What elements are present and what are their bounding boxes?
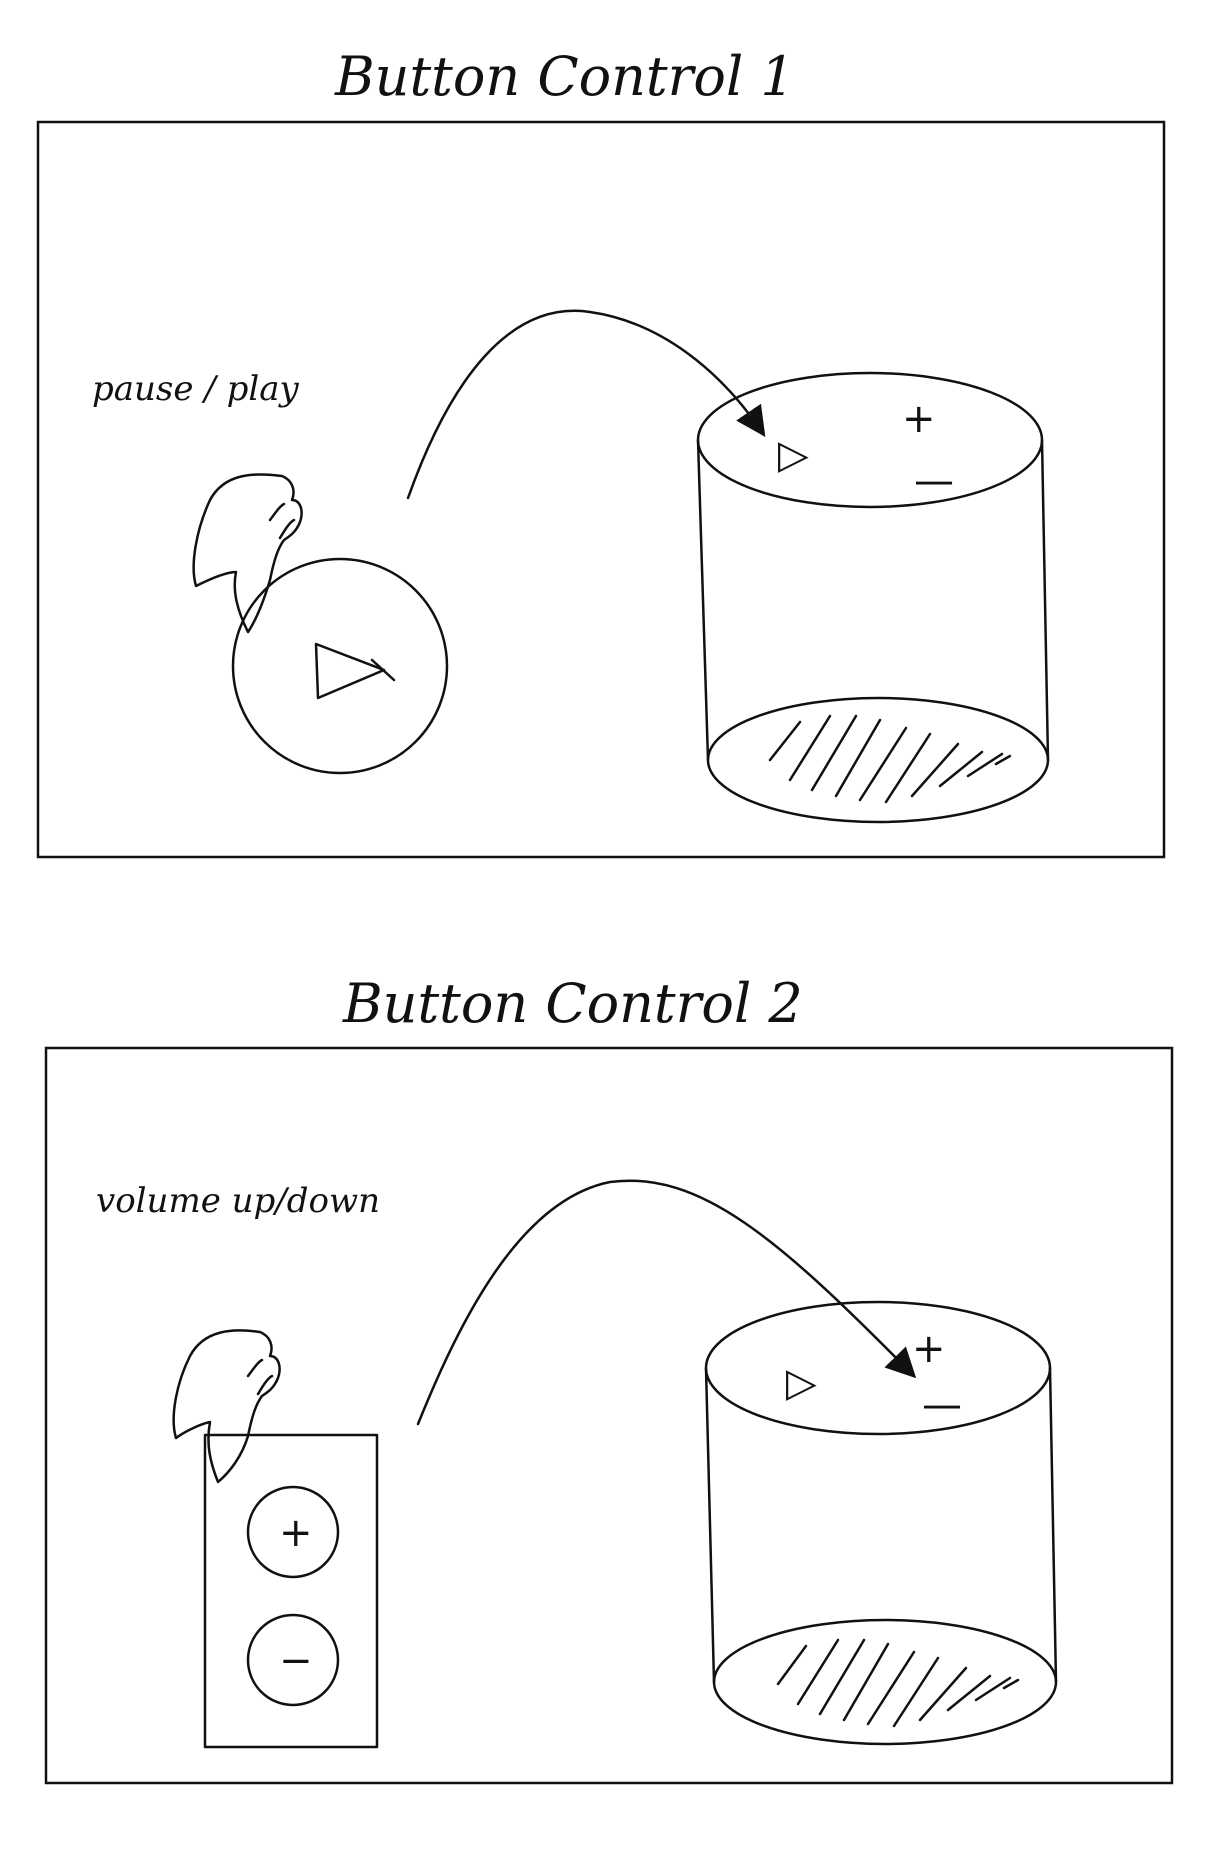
smart-speaker (704, 1300, 1058, 1746)
speaker-play-icon: ▷ (778, 432, 809, 478)
panel-button-control-1: Button Control 1 pause / play ▷ + — (36, 45, 1166, 859)
speaker-minus-icon: — (914, 458, 954, 504)
speaker-base (706, 696, 1050, 824)
hand-crease (256, 1374, 274, 1396)
speaker-grille-hatching (768, 714, 1012, 804)
speaker-top-panel (696, 371, 1044, 509)
panel-2-note: volume up/down (96, 1181, 380, 1221)
speaker-play-icon: ▷ (786, 1360, 817, 1406)
speaker-top-panel (704, 1300, 1052, 1436)
speaker-minus-icon: — (922, 1382, 962, 1428)
speaker-base (712, 1618, 1058, 1746)
smart-speaker (696, 371, 1050, 824)
speaker-plus-icon: + (912, 1326, 946, 1372)
hand-crease (278, 518, 296, 540)
plus-icon: + (279, 1510, 313, 1556)
panel-button-control-2: Button Control 2 volume up/down + − (44, 972, 1174, 1785)
minus-icon: − (279, 1638, 313, 1684)
remote-volume-down-button[interactable]: − (246, 1613, 340, 1707)
play-icon (314, 642, 396, 700)
pointing-hand-icon (172, 1329, 281, 1484)
speaker-grille-hatching (776, 1638, 1020, 1728)
panel-2-frame (44, 1046, 1174, 1785)
action-arrow (406, 309, 766, 500)
speaker-plus-icon: + (902, 396, 936, 442)
hand-crease (246, 1358, 264, 1378)
panel-1-title: Button Control 1 (334, 45, 795, 108)
pointing-hand-icon (192, 473, 303, 634)
panel-1-frame (36, 120, 1166, 859)
panel-2-title: Button Control 2 (342, 972, 803, 1035)
remote-play-button[interactable] (231, 557, 449, 775)
panel-1-note: pause / play (92, 369, 299, 409)
hand-crease (268, 502, 286, 522)
remote-volume-up-button[interactable]: + (246, 1485, 340, 1579)
action-arrow (416, 1179, 917, 1426)
volume-remote (203, 1433, 379, 1749)
